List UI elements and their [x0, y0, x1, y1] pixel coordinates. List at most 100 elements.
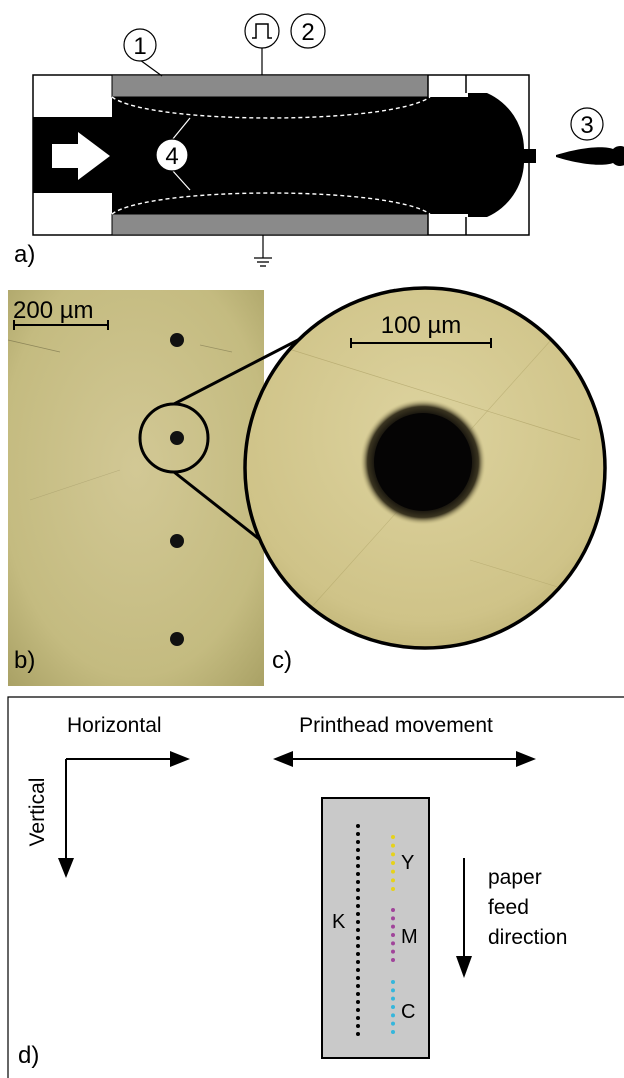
- callout-3-label: 3: [580, 112, 593, 139]
- nozzle-dot: [391, 980, 395, 984]
- nozzle-dot: [391, 1005, 395, 1009]
- nozzle-row-m: [391, 908, 395, 962]
- nozzle-dot: [391, 843, 395, 848]
- nozzle-dot: [356, 848, 360, 852]
- callout-2-label: 2: [301, 19, 314, 46]
- nozzle-dot: [391, 869, 395, 874]
- channel-m-label: M: [401, 926, 418, 948]
- nozzle-dot: [391, 941, 395, 946]
- nozzle-dot: [391, 916, 395, 921]
- nozzle-hole: [170, 333, 184, 347]
- panel-b-micrograph: 200 µm b): [7, 290, 264, 686]
- deformation-curve-top: [111, 96, 431, 119]
- nozzle-dot: [356, 936, 360, 940]
- printhead-movement-label: Printhead movement: [299, 714, 493, 737]
- nozzle-dot: [356, 960, 360, 964]
- pulse-waveform-icon: [252, 23, 272, 39]
- callout-4-label: 4: [165, 143, 178, 170]
- nozzle-row-y: [391, 835, 395, 891]
- nozzle-dot: [391, 933, 395, 937]
- nozzle-dot: [356, 840, 360, 844]
- nozzle-dot: [356, 824, 360, 828]
- panel-d-frame: [7, 696, 624, 1078]
- nozzle-dot: [356, 928, 360, 932]
- nozzle-dot: [356, 992, 360, 996]
- channel-c-label: C: [401, 1001, 415, 1023]
- flow-arrow-icon: [52, 132, 110, 180]
- callout-1-label: 1: [133, 33, 146, 60]
- paper-feed-label-line-1: paper: [488, 866, 542, 889]
- nozzle-dot: [356, 968, 360, 972]
- nozzle-dot: [391, 924, 395, 929]
- nozzle-dot: [391, 1021, 395, 1026]
- nozzle-dot: [356, 976, 360, 980]
- horizontal-arrow-icon: [170, 751, 190, 767]
- panel-a-label: a): [14, 241, 35, 268]
- panel-b-scale-bar-label: 200 µm: [13, 297, 94, 324]
- nozzle-dot: [391, 988, 395, 993]
- droplet-icon: [556, 146, 624, 166]
- nozzle-dot: [391, 861, 395, 865]
- zoom-circle-border: [243, 286, 607, 650]
- panel-c-scale-bar-label: 100 µm: [381, 312, 462, 339]
- nozzle-dot: [356, 912, 360, 916]
- deformation-curve-bottom: [111, 192, 431, 215]
- nozzle-dot: [356, 896, 360, 900]
- nozzle-dot: [356, 1024, 360, 1028]
- piezo-electrode-bottom: [111, 213, 429, 236]
- nozzle-dot: [391, 949, 395, 954]
- nozzle-dot: [356, 1008, 360, 1012]
- nozzle-dot: [356, 880, 360, 884]
- panel-d-label: d): [18, 1042, 39, 1069]
- paper-feed-label-line-2: feed: [488, 896, 529, 919]
- nozzle-row-c: [391, 980, 395, 1034]
- callout-1-circle: [123, 28, 157, 62]
- vertical-label: Vertical: [26, 778, 49, 847]
- panel-b-label: b): [14, 647, 35, 674]
- nozzle-dot: [391, 1030, 395, 1034]
- callout-3-circle: [570, 107, 604, 141]
- nozzle-hole: [170, 431, 184, 445]
- channel-k-label: K: [332, 911, 346, 933]
- nozzle-dot: [356, 1016, 360, 1020]
- nozzle-dot: [391, 996, 395, 1001]
- ground-icon: [254, 257, 272, 267]
- printhead: [321, 797, 430, 1059]
- paper-feed-label-line-3: direction: [488, 926, 567, 949]
- nozzle-dot: [356, 1032, 360, 1036]
- nozzle-dot: [391, 1013, 395, 1018]
- pulse-generator-circle: [244, 13, 280, 49]
- nozzle-dot: [356, 904, 360, 908]
- callout-4-circle: [155, 138, 189, 172]
- nozzle-hole: [170, 632, 184, 646]
- panel-a-schematic: 1 2 4 3 a): [14, 13, 624, 268]
- nozzle-dot: [356, 856, 360, 860]
- nozzle-dot: [391, 878, 395, 883]
- nozzle-dot: [356, 832, 360, 836]
- nozzle-dot: [356, 944, 360, 948]
- nozzle-row-k: [356, 824, 360, 1036]
- horizontal-label: Horizontal: [67, 714, 162, 737]
- panel-c-zoom: 100 µm c): [173, 286, 607, 674]
- nozzle-dot: [391, 958, 395, 962]
- piezo-electrode-top: [111, 74, 429, 98]
- nozzle-dot: [356, 984, 360, 988]
- nozzle-dot: [391, 908, 395, 912]
- printhead-arrow-right-icon: [516, 751, 536, 767]
- nozzle-dot: [356, 952, 360, 956]
- nozzle-dot: [356, 864, 360, 868]
- nozzle-dot: [356, 888, 360, 892]
- panel-c-label: c): [272, 647, 292, 674]
- vertical-arrow-icon: [58, 858, 74, 878]
- channel-y-label: Y: [401, 852, 414, 874]
- nozzle-dot: [356, 920, 360, 924]
- ink-channel: [33, 93, 536, 217]
- panel-d-printhead: Horizontal Vertical Printhead movement K…: [7, 696, 624, 1078]
- nozzle-dot: [391, 887, 395, 891]
- printhead-arrow-left-icon: [273, 751, 293, 767]
- nozzle-dot: [356, 872, 360, 876]
- nozzle-dot: [391, 835, 395, 839]
- nozzle-hole: [170, 534, 184, 548]
- callout-2-circle: [290, 13, 326, 49]
